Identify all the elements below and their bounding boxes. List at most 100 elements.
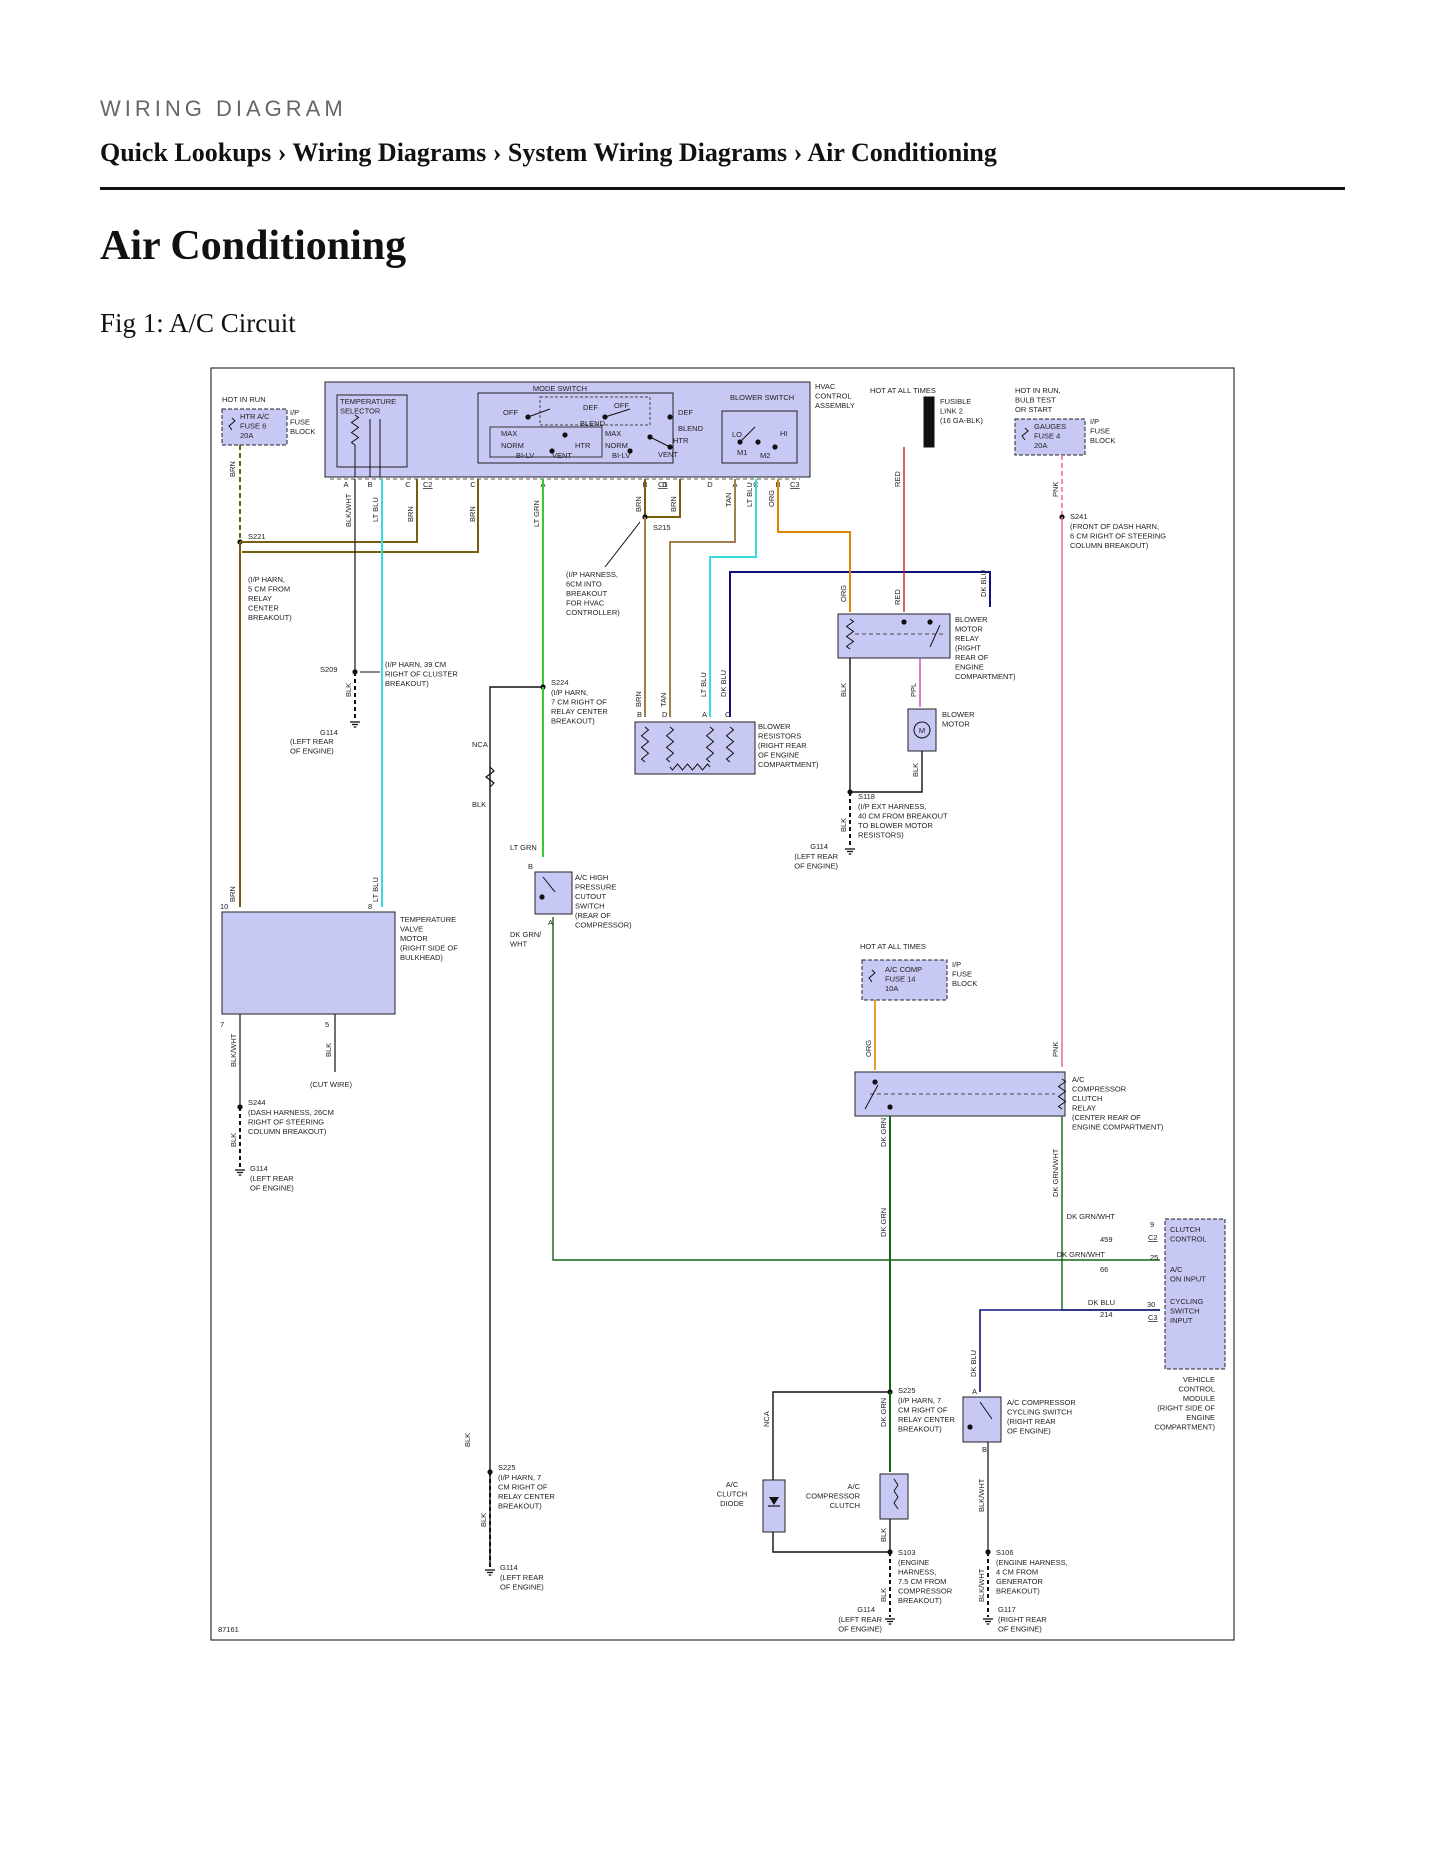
relay-contact [887, 1104, 893, 1110]
cut-wire-label: (CUT WIRE) [310, 1080, 352, 1089]
splice-label: S118 [858, 792, 875, 801]
relay-contact [927, 619, 933, 625]
vehicle-control-module-label: MODULE [1183, 1394, 1215, 1403]
connector-pin: A [548, 918, 553, 927]
htr-ac-fuse-symbol [228, 417, 236, 431]
blower-resistors-label: BLOWER [758, 722, 791, 731]
temperature-valve-motor-label: (RIGHT SIDE OF [400, 944, 458, 953]
temperature-valve-motor-label: MOTOR [400, 934, 428, 943]
clutch-coil [893, 1502, 899, 1510]
clutch-coil [893, 1484, 899, 1492]
mode-switch-blade [604, 408, 631, 418]
wire-tan [669, 479, 736, 717]
ip-fuse-block-label: FUSE [952, 970, 972, 979]
blower-switch-label: LO [732, 430, 742, 439]
splice-s244-desc: (DASH HARNESS, 26CM [248, 1108, 334, 1117]
connector-pin: 7 [220, 1020, 224, 1029]
ground-g114-desc: OF ENGINE) [290, 747, 334, 756]
leader [604, 521, 641, 568]
htr-ac-fuse-6-label: HTR A/C [240, 412, 270, 421]
splice-s221-desc: (I/P HARN, [248, 575, 285, 584]
ac-comp-fuse-label: 10A [885, 984, 898, 993]
wire-label: DK GRN/WHT [1051, 1148, 1060, 1197]
blower-resistors-label: RESISTORS [758, 732, 801, 741]
connector-pin: 5 [325, 1020, 329, 1029]
wire-label: LT GRN [510, 843, 537, 852]
temperature-valve-motor-label: TEMPERATURE [400, 915, 456, 924]
wire-label: LT BLU [371, 877, 380, 902]
ac-comp-fuse-label: FUSE 14 [885, 975, 915, 984]
ground-label: G114 [250, 1164, 268, 1173]
wire-label: ORG [839, 585, 848, 602]
mode-label: HTR [575, 441, 591, 450]
wire-brn [644, 479, 681, 518]
vcm-clutch-control-label: CONTROL [1170, 1235, 1207, 1244]
wire-dk-grn-wht [552, 917, 1160, 1261]
clutch-coil [893, 1496, 899, 1504]
relay-blade [929, 624, 941, 648]
fusible-link-label: FUSIBLE [940, 397, 971, 406]
splice-s244-desc: RIGHT OF STEERING [248, 1118, 324, 1127]
hot-in-run-label: HOT IN RUN [222, 395, 266, 404]
wire-label: DK GRN [879, 1118, 888, 1147]
relay-contact [872, 1079, 878, 1085]
wire-label: RED [893, 589, 902, 605]
ip-fuse-block-label: FUSE [1090, 427, 1110, 436]
wire-label: BRN [406, 506, 415, 522]
vcm-clutch-control-label: CLUTCH [1170, 1225, 1200, 1234]
wire-label: ORG [864, 1040, 873, 1057]
blower-resistors-label: OF ENGINE [758, 751, 799, 760]
blower-switch-blade [739, 426, 756, 443]
mode-label: BI-LV [612, 451, 630, 460]
blower-switch-label: M2 [760, 451, 770, 460]
connector-pin: D [662, 480, 668, 489]
splice-s221-desc: CENTER [248, 604, 279, 613]
ac-compressor-clutch-relay-label: COMPRESSOR [1072, 1085, 1127, 1094]
splice-s225-desc: BREAKOUT) [498, 1502, 542, 1511]
connector-pin: C [405, 480, 411, 489]
ac-comp-fuse-label: A/C COMP [885, 965, 922, 974]
splice-s215-desc: 6CM INTO [566, 580, 602, 589]
wire-label: BLK [229, 1133, 238, 1147]
splice-s209-desc: BREAKOUT) [385, 679, 429, 688]
mode-label: MAX [501, 429, 517, 438]
splice-label: S244 [248, 1098, 266, 1107]
nca-zigzag [485, 766, 495, 788]
connector-pin: A [972, 1387, 977, 1396]
blower-motor-label: BLOWER [942, 710, 975, 719]
blower-resistors-label: COMPARTMENT) [758, 760, 819, 769]
mode-label: NORM [501, 441, 524, 450]
ac-compressor-clutch-relay-label: A/C [1072, 1075, 1085, 1084]
ip-fuse-block-label: I/P [1090, 417, 1099, 426]
mode-label: OFF [503, 408, 518, 417]
mode-switch-detent [539, 396, 651, 426]
wire-lt-blu [709, 479, 757, 717]
switch-contact [967, 1424, 973, 1430]
relay-coil [1057, 1078, 1067, 1110]
wire-label: BRN [228, 886, 237, 902]
mode-label: VENT [658, 450, 678, 459]
relay-blade [864, 1084, 879, 1110]
splice-s225-desc: RELAY CENTER [498, 1492, 555, 1501]
connector-pin: A [343, 480, 348, 489]
splice-s118-desc: (I/P EXT HARNESS, [858, 802, 927, 811]
mode-label: BLEND [678, 424, 704, 433]
hot-at-all-times-label: HOT AT ALL TIMES [860, 942, 926, 951]
hot-at-all-times-label: HOT AT ALL TIMES [870, 386, 936, 395]
mode-label: BI-LV [516, 451, 534, 460]
splice-s103-desc: COMPRESSOR [898, 1587, 953, 1596]
relay-coil [845, 618, 855, 650]
wire-brn [242, 479, 479, 553]
splice-s241-desc: 6 CM RIGHT OF STEERING [1070, 532, 1166, 541]
vcm-ac-on-input-label: A/C [1170, 1265, 1183, 1274]
vcm-cycling-switch-input-label: SWITCH [1170, 1307, 1200, 1316]
wire-label: DK GRN/WHT [1057, 1250, 1106, 1259]
blower-motor-relay-label: ENGINE [955, 663, 984, 672]
vehicle-control-module-label: VEHICLE [1183, 1375, 1215, 1384]
blower-motor-relay-label: RELAY [955, 634, 979, 643]
wire-org [777, 479, 851, 612]
ac-high-pressure-cutout-switch [534, 871, 573, 915]
vehicle-control-module-label: (RIGHT SIDE OF [1157, 1404, 1215, 1413]
blower-motor-relay-label: (RIGHT [955, 644, 981, 653]
